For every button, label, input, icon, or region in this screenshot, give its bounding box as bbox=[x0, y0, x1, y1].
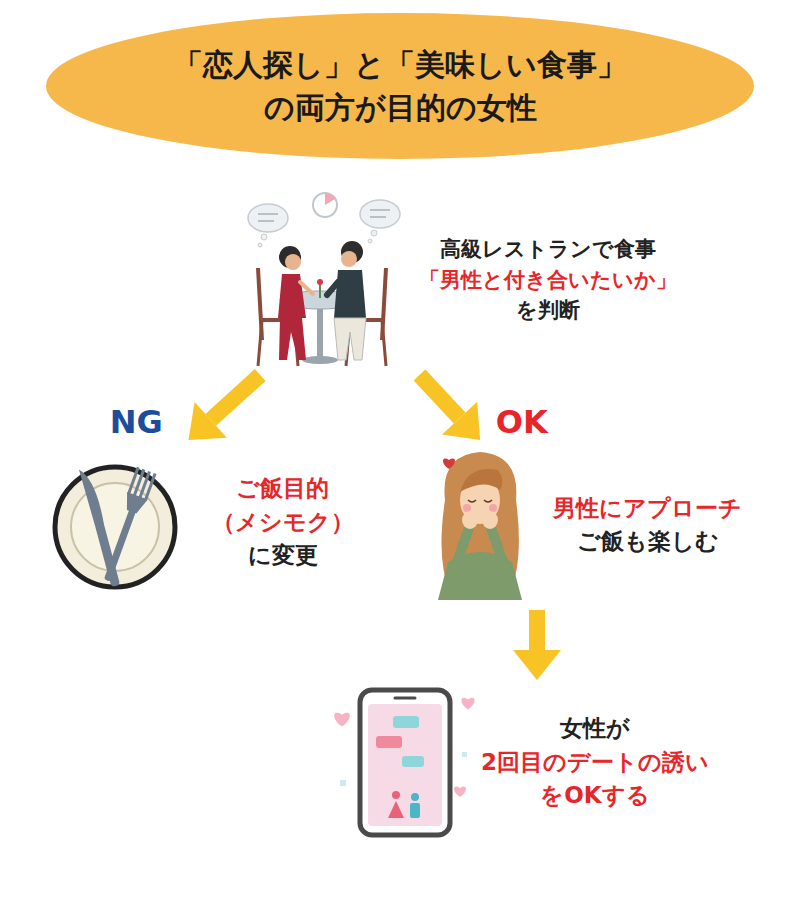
phone-illustration bbox=[402, 756, 424, 767]
happy-woman-illustration bbox=[489, 504, 497, 512]
text-column: 「恋人探し」と「美味しい食事」 の両方が目的の女性 bbox=[105, 12, 695, 160]
happy-woman-illustration bbox=[468, 500, 476, 502]
arrow-shaft bbox=[211, 375, 260, 420]
restaurant-illustration bbox=[325, 193, 335, 205]
ng-result: ご飯目的 （メシモク）に変更 bbox=[40, 440, 370, 605]
edge-label: OK bbox=[496, 403, 548, 441]
node-text: に変更 bbox=[248, 539, 318, 572]
restaurant-illustration bbox=[368, 239, 372, 243]
block-arrow bbox=[420, 375, 481, 440]
restaurant-illustration bbox=[258, 220, 274, 222]
restaurant-step: 高級レストランで食事「男性と付き合いたいか」を判断 bbox=[235, 185, 685, 375]
text-column: 男性にアプローチご飯も楽しむ bbox=[535, 440, 760, 610]
happy-woman-illustration bbox=[484, 500, 492, 502]
node-text: ご飯も楽しむ bbox=[577, 525, 719, 558]
phone-illustration bbox=[393, 716, 419, 728]
restaurant-illustration bbox=[334, 270, 366, 318]
restaurant-illustration bbox=[285, 254, 301, 270]
second-date-result: 女性が2回目のデートの誘い をOKする bbox=[320, 680, 720, 845]
phone-illustration bbox=[360, 690, 450, 835]
node-text: 2回目のデートの誘い をOKする bbox=[480, 746, 710, 813]
phone-illustration bbox=[376, 736, 402, 748]
restaurant-illustration bbox=[341, 251, 357, 267]
node-text: 女性が bbox=[560, 712, 630, 745]
ellipse-shape bbox=[46, 13, 754, 159]
happy-woman-illustration bbox=[460, 469, 503, 492]
ellipse-outline bbox=[45, 12, 755, 160]
plate-illustration bbox=[55, 467, 175, 588]
plate-illustration bbox=[146, 473, 156, 499]
node-text: を判断 bbox=[516, 295, 580, 325]
restaurant-illustration bbox=[317, 279, 323, 285]
phone-illustration bbox=[388, 801, 404, 818]
happy-woman-illustration bbox=[463, 504, 471, 512]
edge-label: NG bbox=[110, 403, 163, 441]
restaurant-illustration bbox=[370, 216, 386, 218]
node-text: ご飯目的 （メシモク） bbox=[200, 472, 365, 539]
happy-woman-illustration bbox=[438, 552, 522, 600]
restaurant-illustration bbox=[371, 230, 377, 236]
restaurant-illustration bbox=[313, 193, 337, 217]
title-ellipse: 「恋人探し」と「美味しい食事」 の両方が目的の女性 bbox=[45, 12, 755, 160]
restaurant-illustration bbox=[258, 320, 262, 366]
plate-illustration bbox=[79, 467, 105, 527]
block-arrow bbox=[189, 375, 261, 440]
restaurant-illustration bbox=[300, 282, 313, 294]
restaurant-illustration bbox=[261, 234, 267, 240]
plate-illustration bbox=[55, 467, 175, 587]
plate-illustration bbox=[96, 467, 157, 584]
restaurant-illustration bbox=[370, 209, 390, 211]
phone-illustration bbox=[410, 803, 420, 818]
happy-woman-illustration bbox=[455, 528, 469, 568]
phone-illustration bbox=[340, 780, 346, 786]
phone-illustration bbox=[461, 698, 474, 710]
happy-woman-illustration bbox=[482, 511, 498, 529]
restaurant-illustration bbox=[258, 243, 262, 247]
happy-woman-illustration bbox=[443, 458, 455, 469]
block-arrow bbox=[513, 610, 561, 680]
arrow-head bbox=[189, 402, 227, 440]
happy-woman-illustration bbox=[491, 528, 505, 568]
text-column: ご飯目的 （メシモク）に変更 bbox=[200, 440, 365, 605]
text-column: 女性が2回目のデートの誘い をOKする bbox=[480, 680, 710, 845]
arrow-shaft bbox=[420, 375, 460, 418]
happy-woman-illustration bbox=[462, 511, 478, 529]
restaurant-illustration bbox=[248, 193, 400, 366]
phone-illustration bbox=[334, 713, 350, 727]
restaurant-illustration bbox=[319, 284, 321, 298]
node-text: 「恋人探し」と「美味しい食事」 の両方が目的の女性 bbox=[105, 43, 695, 130]
happy-woman-illustration bbox=[438, 452, 522, 600]
arrow-head bbox=[513, 650, 561, 680]
restaurant-illustration bbox=[327, 282, 338, 295]
restaurant-illustration bbox=[278, 274, 306, 318]
arrow-head bbox=[442, 402, 480, 440]
restaurant-illustration bbox=[334, 318, 366, 360]
text-column: 高級レストランで食事「男性と付き合いたいか」を判断 bbox=[415, 185, 680, 375]
restaurant-illustration bbox=[360, 200, 400, 228]
restaurant-illustration bbox=[279, 318, 306, 360]
phone-illustration bbox=[411, 793, 419, 801]
restaurant-illustration bbox=[258, 213, 278, 215]
node-text: 「男性と付き合いたいか」 bbox=[419, 265, 677, 295]
phone-illustration bbox=[392, 791, 400, 799]
plate-illustration bbox=[104, 509, 136, 582]
ok-result: 男性にアプローチご飯も楽しむ bbox=[420, 440, 780, 610]
phone-illustration bbox=[368, 704, 442, 826]
restaurant-illustration bbox=[382, 320, 386, 366]
node-text: 高級レストランで食事 bbox=[440, 234, 656, 264]
phone-illustration bbox=[462, 752, 467, 757]
arrow-shaft bbox=[529, 610, 545, 650]
phone-illustration bbox=[395, 697, 415, 700]
restaurant-illustration bbox=[302, 356, 338, 364]
phone-illustration bbox=[454, 786, 466, 797]
restaurant-illustration bbox=[248, 204, 288, 232]
phone-illustration bbox=[334, 690, 474, 835]
node-text: 男性にアプローチ bbox=[553, 492, 742, 525]
